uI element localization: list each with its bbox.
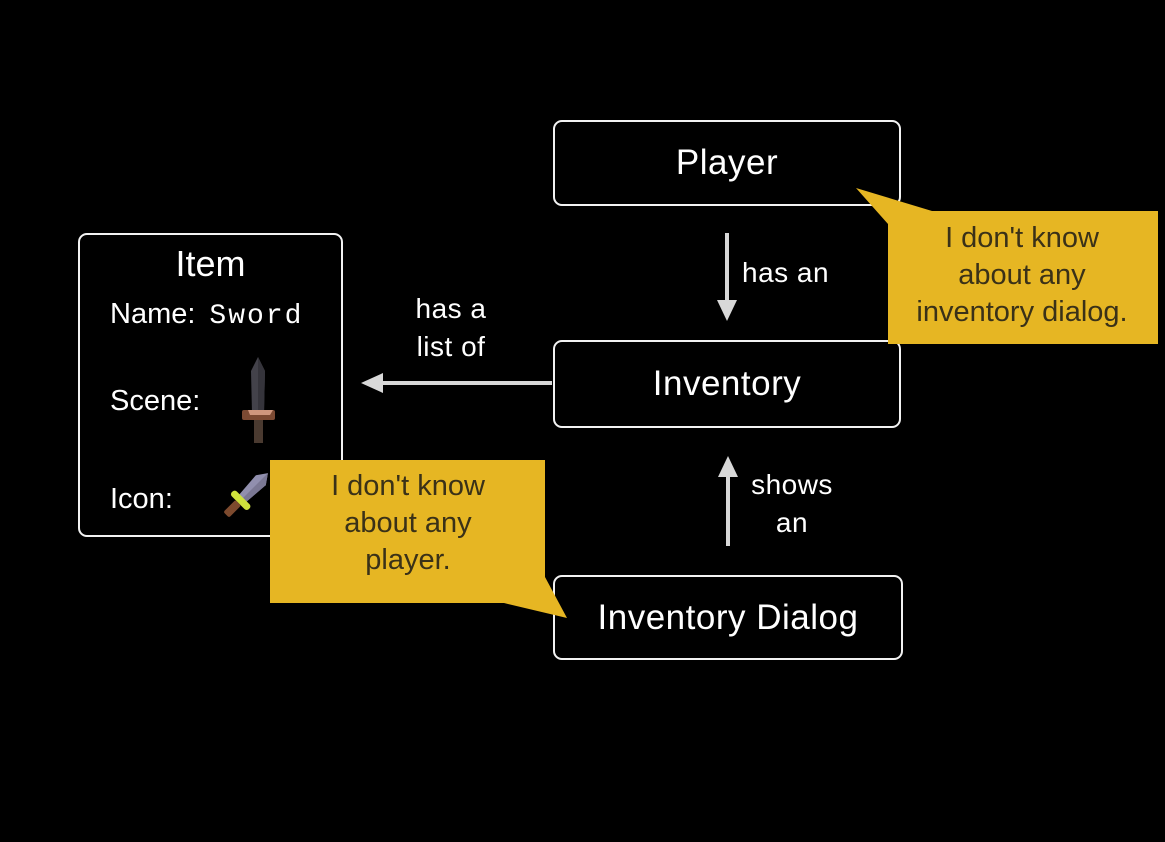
inventory-box-label: Inventory xyxy=(652,364,802,403)
player-bubble-line1: I don't know xyxy=(945,222,1099,254)
has-a-list-of-line2: list of xyxy=(416,331,486,362)
dialog-bubble-line3: player. xyxy=(365,544,451,576)
item-icon-label: Icon: xyxy=(110,483,173,515)
item-card: Item Name: Sword Scene: Icon: xyxy=(78,233,343,537)
shows-an-line2: an xyxy=(775,507,809,538)
shows-an-line1: shows xyxy=(751,469,833,500)
down-arrow-icon xyxy=(717,233,737,321)
item-name-value: Sword xyxy=(209,301,304,332)
player-speech-bubble-text: I don't know about any inventory dialog. xyxy=(886,220,1158,331)
inventory-box: Inventory xyxy=(553,340,901,428)
has-a-list-of-line1: has a xyxy=(415,293,487,324)
inventory-dialog-box-label: Inventory Dialog xyxy=(597,597,859,637)
dialog-bubble-line1: I don't know xyxy=(331,470,485,502)
colored-sword-icon xyxy=(224,473,268,517)
shows-an-label: shows an xyxy=(728,466,856,542)
dialog-bubble-line2: about any xyxy=(344,507,472,539)
player-box: Player xyxy=(553,120,901,206)
dialog-speech-bubble-text: I don't know about any player. xyxy=(272,468,544,579)
player-box-label: Player xyxy=(675,143,779,182)
dark-sword-icon xyxy=(242,357,275,443)
has-a-list-of-label: has a list of xyxy=(376,290,526,366)
item-name-label: Name: xyxy=(110,298,196,330)
has-an-label: has an xyxy=(742,257,830,288)
item-name-row: Name: Sword xyxy=(110,298,303,332)
left-arrow-icon xyxy=(361,373,552,393)
inventory-dialog-box: Inventory Dialog xyxy=(553,575,903,660)
player-bubble-line3: inventory dialog. xyxy=(916,296,1128,328)
item-card-title: Item xyxy=(175,243,246,284)
item-scene-label: Scene: xyxy=(110,385,201,417)
player-bubble-line2: about any xyxy=(958,259,1086,291)
